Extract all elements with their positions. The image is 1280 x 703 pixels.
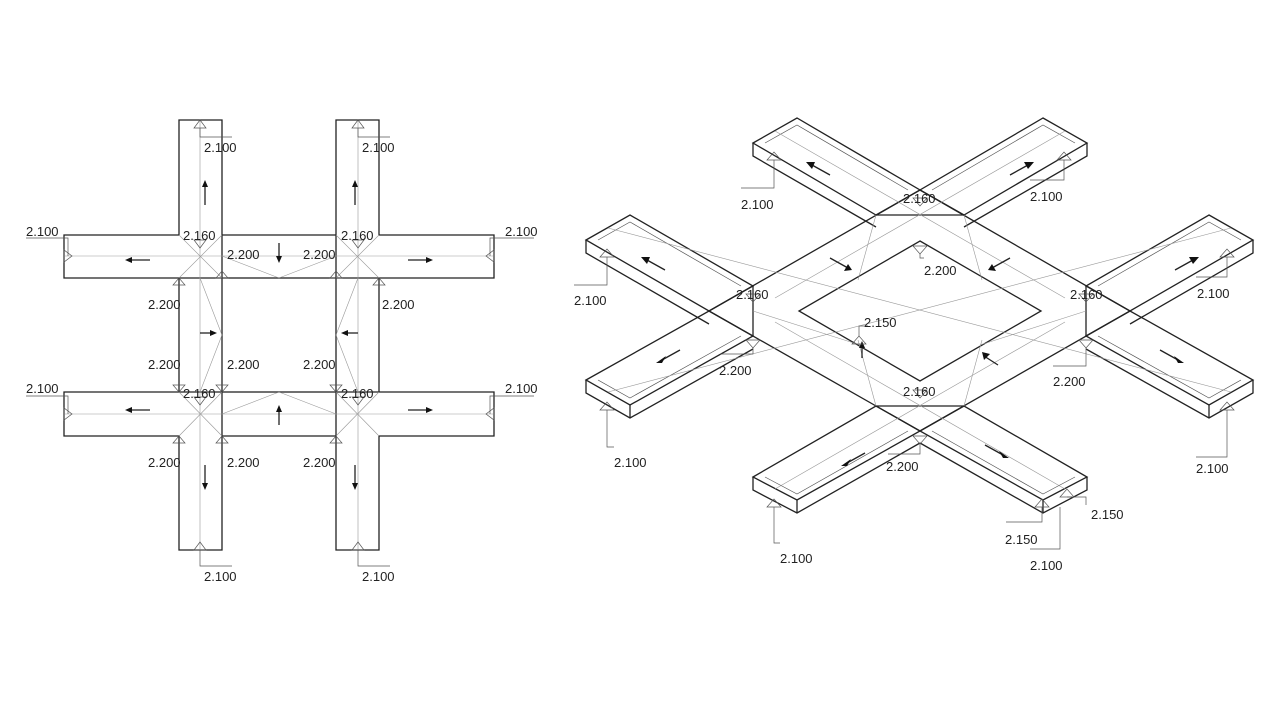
- plan-label: 2.160: [341, 228, 374, 243]
- iso-label: 2.150: [864, 315, 897, 330]
- iso-label: 2.200: [1053, 374, 1086, 389]
- plan-support-markers: [63, 119, 495, 551]
- plan-view: 2.100 2.100 2.100 2.100 2.100 2.100 2.10…: [26, 119, 538, 584]
- plan-label: 2.200: [303, 357, 336, 372]
- plan-label: 2.100: [505, 224, 538, 239]
- isometric-view: 2.100 2.100 2.100 2.100 2.100 2.100 2.10…: [574, 117, 1255, 573]
- plan-label: 2.100: [204, 569, 237, 584]
- iso-label: 2.200: [924, 263, 957, 278]
- iso-ring-outer: [707, 189, 1132, 432]
- plan-label: 2.100: [204, 140, 237, 155]
- plan-inner-opening: [221, 277, 337, 393]
- iso-label: 2.160: [1070, 287, 1103, 302]
- iso-label: 2.200: [886, 459, 919, 474]
- iso-label: 2.160: [903, 384, 936, 399]
- plan-outline: [63, 119, 495, 551]
- plan-label: 2.200: [303, 455, 336, 470]
- plan-label: 2.100: [362, 140, 395, 155]
- iso-label: 2.100: [1196, 461, 1229, 476]
- iso-label: 2.100: [780, 551, 813, 566]
- iso-label: 2.150: [1005, 532, 1038, 547]
- iso-label: 2.100: [741, 197, 774, 212]
- iso-label: 2.150: [1091, 507, 1124, 522]
- iso-label: 2.100: [1030, 558, 1063, 573]
- plan-label: 2.160: [183, 228, 216, 243]
- iso-flow-arrows: [641, 162, 1199, 466]
- plan-label: 2.200: [227, 455, 260, 470]
- iso-label: 2.100: [614, 455, 647, 470]
- iso-ring-inner: [797, 240, 1043, 382]
- plan-label: 2.200: [148, 297, 181, 312]
- iso-label: 2.100: [574, 293, 607, 308]
- plan-label: 2.200: [303, 247, 336, 262]
- plan-label: 2.100: [505, 381, 538, 396]
- iso-arm-w-top: [584, 214, 755, 312]
- plan-label: 2.200: [227, 357, 260, 372]
- iso-label: 2.100: [1030, 189, 1063, 204]
- plan-label: 2.200: [227, 247, 260, 262]
- plan-label: 2.100: [362, 569, 395, 584]
- iso-label: 2.160: [903, 191, 936, 206]
- plan-labels: 2.100 2.100 2.100 2.100 2.100 2.100 2.10…: [26, 140, 538, 584]
- plan-label: 2.100: [26, 224, 59, 239]
- plan-label: 2.200: [148, 357, 181, 372]
- plan-label: 2.160: [183, 386, 216, 401]
- plan-label: 2.200: [382, 297, 415, 312]
- iso-label: 2.160: [736, 287, 769, 302]
- plan-label: 2.200: [148, 455, 181, 470]
- iso-label: 2.200: [719, 363, 752, 378]
- iso-label: 2.100: [1197, 286, 1230, 301]
- plan-label: 2.100: [26, 381, 59, 396]
- plan-label: 2.160: [341, 386, 374, 401]
- iso-labels: 2.100 2.100 2.100 2.100 2.100 2.100 2.10…: [574, 189, 1230, 573]
- plan-flow-arrows: [125, 180, 433, 490]
